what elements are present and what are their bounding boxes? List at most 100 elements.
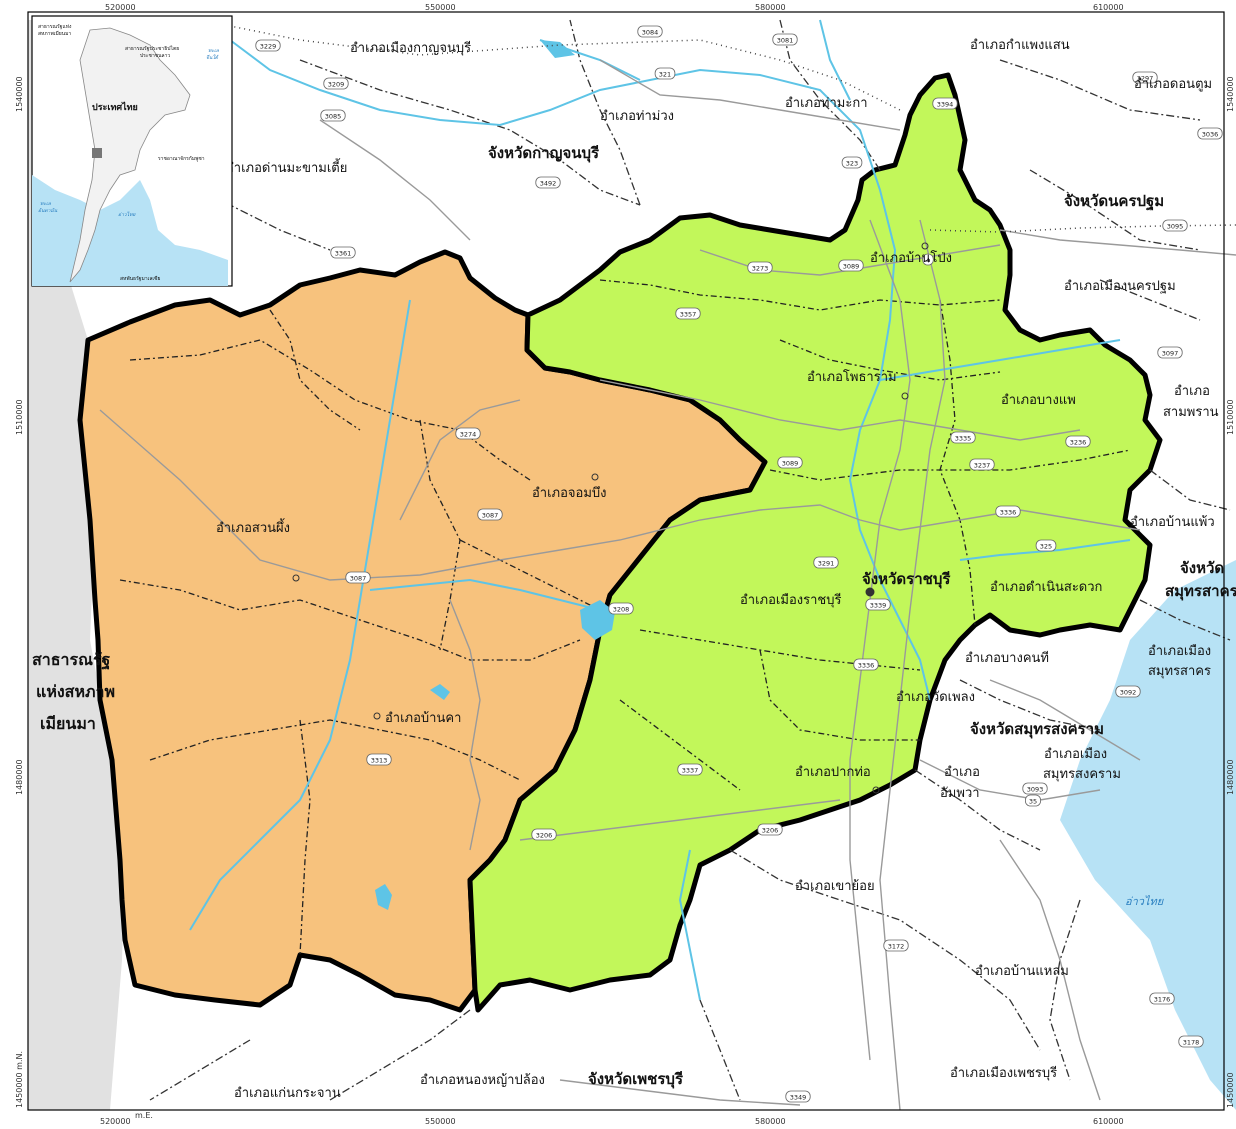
district-mueang-samut-sakhon-2: สมุทรสาคร	[1148, 664, 1211, 679]
reservoirs	[375, 40, 615, 910]
country-label-line-1: สาธารณรัฐ	[32, 650, 111, 670]
road-shield	[1022, 782, 1048, 795]
road-number-label: 3081	[777, 37, 794, 45]
road-shield	[813, 556, 839, 569]
district-suan-phueng: อำเภอสวนผึ้ง	[216, 518, 290, 536]
myanmar-area	[28, 20, 125, 1110]
roads	[99, 59, 1236, 1111]
road-shield	[330, 246, 356, 259]
district-mueang-phetchaburi: อำเภอเมืองเพชรบุรี	[950, 1065, 1057, 1081]
road-number-label: 321	[659, 71, 671, 79]
province-phetchaburi: จังหวัดเพชรบุรี	[588, 1070, 684, 1089]
east-zone-polygon[interactable]	[467, 72, 1163, 1013]
road-shield	[785, 1090, 811, 1103]
road-number-label: 3097	[1162, 350, 1179, 358]
road-number-label: 35	[1029, 798, 1037, 806]
grid-right-3: 1480000	[1226, 759, 1235, 795]
road-number-label: 3361	[335, 250, 352, 258]
road-shields: 3229308430813297320932133943036308532334…	[255, 25, 1223, 1103]
inset-andaman-label-2: อันดามัน	[38, 208, 58, 214]
road-number-label: 3313	[371, 757, 388, 765]
grid-top-2: 550000	[425, 3, 456, 12]
inset-cambodia-label: ราชอาณาจักรกัมพูชา	[158, 156, 205, 162]
road-shield	[535, 176, 561, 189]
road-shield	[777, 456, 803, 469]
road-number-label: 3209	[328, 81, 345, 89]
road-number-label: 3176	[1154, 996, 1171, 1004]
inset-scs-label-1: ทะเล	[208, 48, 220, 54]
road-number-label: 323	[846, 160, 858, 168]
district-kaeng-krachan: อำเภอแก่นกระจาน	[234, 1086, 341, 1101]
district-labels: อำเภอเมืองกาญจนบุรี อำเภอท่าม่วง อำเภอท่…	[216, 38, 1219, 1101]
district-mueang-samut-sakhon-1: อำเภอเมือง	[1148, 643, 1211, 659]
district-damnoen-saduak: อำเภอดำเนินสะดวก	[990, 580, 1102, 595]
road-shield	[922, 253, 934, 266]
town-markers	[292, 242, 929, 794]
inset-study-area	[92, 148, 102, 158]
district-tha-muang: อำเภอท่าม่วง	[600, 109, 674, 124]
grid-top-4: 610000	[1093, 3, 1124, 12]
province-samut-songkhram: จังหวัดสมุทรสงคราม	[970, 720, 1104, 739]
road-number-label: 3492	[540, 180, 557, 188]
inset-andaman-label-1: ทะเล	[40, 201, 52, 207]
province-labels: จังหวัดกาญจนบุรี จังหวัดราชบุรี จังหวัดน…	[488, 144, 1236, 1089]
road-number-label: 3339	[870, 602, 887, 610]
province-ratchaburi: จังหวัดราชบุรี	[862, 570, 951, 589]
road-number-label: 325	[1040, 543, 1052, 551]
road-shield	[932, 97, 958, 110]
district-nong-ya-plong: อำเภอหนองหญ้าปล้อง	[420, 1073, 545, 1088]
road-number-label: 3206	[536, 832, 553, 840]
road-shield	[675, 307, 701, 320]
district-mueang-nakhon-pathom: อำเภอเมืองนครปฐม	[1064, 278, 1176, 294]
grid-right-2: 1510000	[1226, 399, 1235, 435]
grid-left-3: 1480000	[15, 759, 24, 795]
road-number-label: 3206	[762, 827, 779, 835]
country-label-line-2: แห่งสหภาพ	[36, 682, 115, 701]
road-shield	[1162, 219, 1188, 232]
district-wat-phleng: อำเภอวัดเพลง	[896, 690, 975, 705]
district-dan-makham-tia: อำเภอด่านมะขามเตี้ย	[226, 158, 347, 176]
grid-right-4: 1450000	[1226, 1072, 1235, 1108]
road-number-label: 3236	[1070, 439, 1087, 447]
road-number-label: 3273	[752, 265, 769, 273]
road-number-label: 3336	[1000, 509, 1017, 517]
road-number-label: 3297	[1137, 75, 1154, 83]
road-shield	[757, 823, 783, 836]
road-number-label: 4	[926, 257, 930, 265]
inset-myanmar-label-2: สหภาพเมียนมา	[38, 30, 71, 37]
district-khao-yoi: อำเภอเขาย้อย	[795, 879, 875, 894]
road-number-label: 3085	[325, 113, 342, 121]
inset-thailand-label: ประเทศไทย	[92, 101, 138, 113]
district-photharam: อำเภอโพธาราม	[807, 369, 897, 385]
road-shield	[677, 763, 703, 776]
road-number-label: 3172	[888, 943, 905, 951]
inset-laos-label-2: ประชาชนลาว	[140, 53, 170, 59]
grid-bottom-3: 580000	[755, 1117, 786, 1126]
district-mueang-kanchanaburi: อำเภอเมืองกาญจนบุรี	[350, 40, 471, 56]
road-shield	[865, 598, 891, 611]
road-shield	[477, 508, 503, 521]
district-sam-phran-2: สามพราน	[1163, 405, 1219, 420]
inset-thailand	[69, 27, 191, 283]
road-shield	[255, 39, 281, 52]
province-nakhon-pathom: จังหวัดนครปฐม	[1064, 192, 1164, 211]
road-shield	[969, 458, 995, 471]
road-number-label: 3229	[260, 43, 277, 51]
outer-boundaries	[89, 19, 1231, 1101]
road-shield	[455, 427, 481, 440]
inset-gulf-label: อ่าวไทย	[118, 211, 136, 218]
grid-bottom-2: 550000	[425, 1117, 456, 1126]
district-ban-laem: อำเภอบ้านแหลม	[975, 964, 1069, 979]
road-shield	[1149, 992, 1175, 1005]
grid-bottom-4: 610000	[1093, 1117, 1124, 1126]
myanmar-label: สาธารณรัฐ แห่งสหภาพ เมียนมา	[32, 650, 115, 733]
inset-scs-label-2: จีนใต้	[206, 54, 219, 61]
road-number-label: 3093	[1027, 786, 1044, 794]
district-tha-maka: อำเภอท่ามะกา	[785, 96, 868, 111]
grid-left-4: 1450000 m.N.	[15, 1051, 24, 1108]
inset-malaysia-label: สหพันธรัฐมาเลเซีย	[120, 275, 161, 282]
district-kamphaeng-saen: อำเภอกำแพงแสน	[970, 38, 1070, 53]
road-shield	[772, 33, 798, 46]
